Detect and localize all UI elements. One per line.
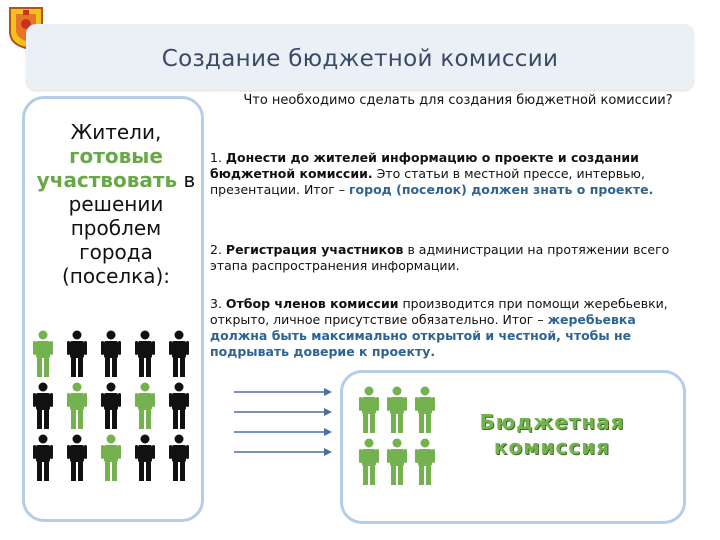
person-icon <box>386 386 408 434</box>
step-1-number: 1. <box>210 150 226 165</box>
step-3-result: жеребьевка должна быть максимально откры… <box>210 312 636 359</box>
step-2-text: в администрации на протяжении всего этап… <box>210 242 670 273</box>
person-icon <box>386 438 408 486</box>
person-icon <box>32 434 54 482</box>
person-icon <box>168 434 190 482</box>
residents-panel <box>22 96 204 522</box>
residents-line-1: Жители, <box>70 120 162 144</box>
arrow-right-icon <box>234 428 332 436</box>
person-icon <box>100 330 122 378</box>
commission-label-line-1: Бюджетная <box>479 410 625 434</box>
arrows-group <box>234 388 332 456</box>
step-3-bold: Отбор членов комиссии <box>225 296 399 311</box>
person-icon <box>414 386 436 434</box>
person-icon <box>358 438 380 486</box>
person-icon <box>168 382 190 430</box>
page-title: Создание бюджетной комиссии <box>161 46 559 72</box>
person-icon <box>66 434 88 482</box>
arrow-right-icon <box>234 388 332 396</box>
person-icon <box>168 330 190 378</box>
step-1-result: город (поселок) должен знать о проекте. <box>349 182 654 197</box>
step-3-text: производится при помощи жеребьевки, откр… <box>210 296 668 327</box>
residents-people-grid <box>32 330 202 482</box>
step-2: 2. Регистрация участников в администраци… <box>210 242 694 274</box>
person-icon <box>358 386 380 434</box>
commission-label-line-2: комиссия <box>493 435 611 459</box>
residents-highlight-1: готовые <box>69 144 163 168</box>
step-1-bold: Донести до жителей информацию о проекте … <box>210 150 639 181</box>
step-1-text: Это статьи в местной прессе, интервью, п… <box>210 166 645 197</box>
person-icon <box>100 382 122 430</box>
residents-line-6: города <box>79 240 153 264</box>
residents-line-7: (поселка): <box>61 264 171 288</box>
step-3-number: 3. <box>210 296 226 311</box>
person-icon <box>134 434 156 482</box>
arrow-right-icon <box>234 448 332 456</box>
person-icon <box>134 330 156 378</box>
residents-line-5: проблем <box>70 216 162 240</box>
step-3: 3. Отбор членов комиссии производится пр… <box>210 296 694 360</box>
slide-background <box>4 4 716 536</box>
person-icon <box>100 434 122 482</box>
title-bar: Создание бюджетной комиссии <box>26 24 694 90</box>
person-icon <box>414 438 436 486</box>
commission-people-grid <box>358 386 448 486</box>
step-2-number: 2. <box>210 242 226 257</box>
commission-panel <box>340 370 686 524</box>
residents-highlight-2: участвовать <box>36 168 178 192</box>
arrow-right-icon <box>234 408 332 416</box>
person-icon <box>66 330 88 378</box>
residents-line-4: решении <box>68 192 164 216</box>
step-1: 1. Донести до жителей информацию о проек… <box>210 150 694 198</box>
commission-label: Бюджетная комиссия <box>472 410 632 460</box>
residents-text: Жители, готовые участвовать в решении пр… <box>26 120 206 288</box>
step-2-bold: Регистрация участников <box>225 242 404 257</box>
residents-line-3: участвовать в <box>26 168 206 192</box>
person-icon <box>32 330 54 378</box>
person-icon <box>134 382 156 430</box>
person-icon <box>66 382 88 430</box>
question-heading: Что необходимо сделать для создания бюдж… <box>243 93 673 108</box>
person-icon <box>32 382 54 430</box>
residents-after-highlight: в <box>177 168 196 192</box>
